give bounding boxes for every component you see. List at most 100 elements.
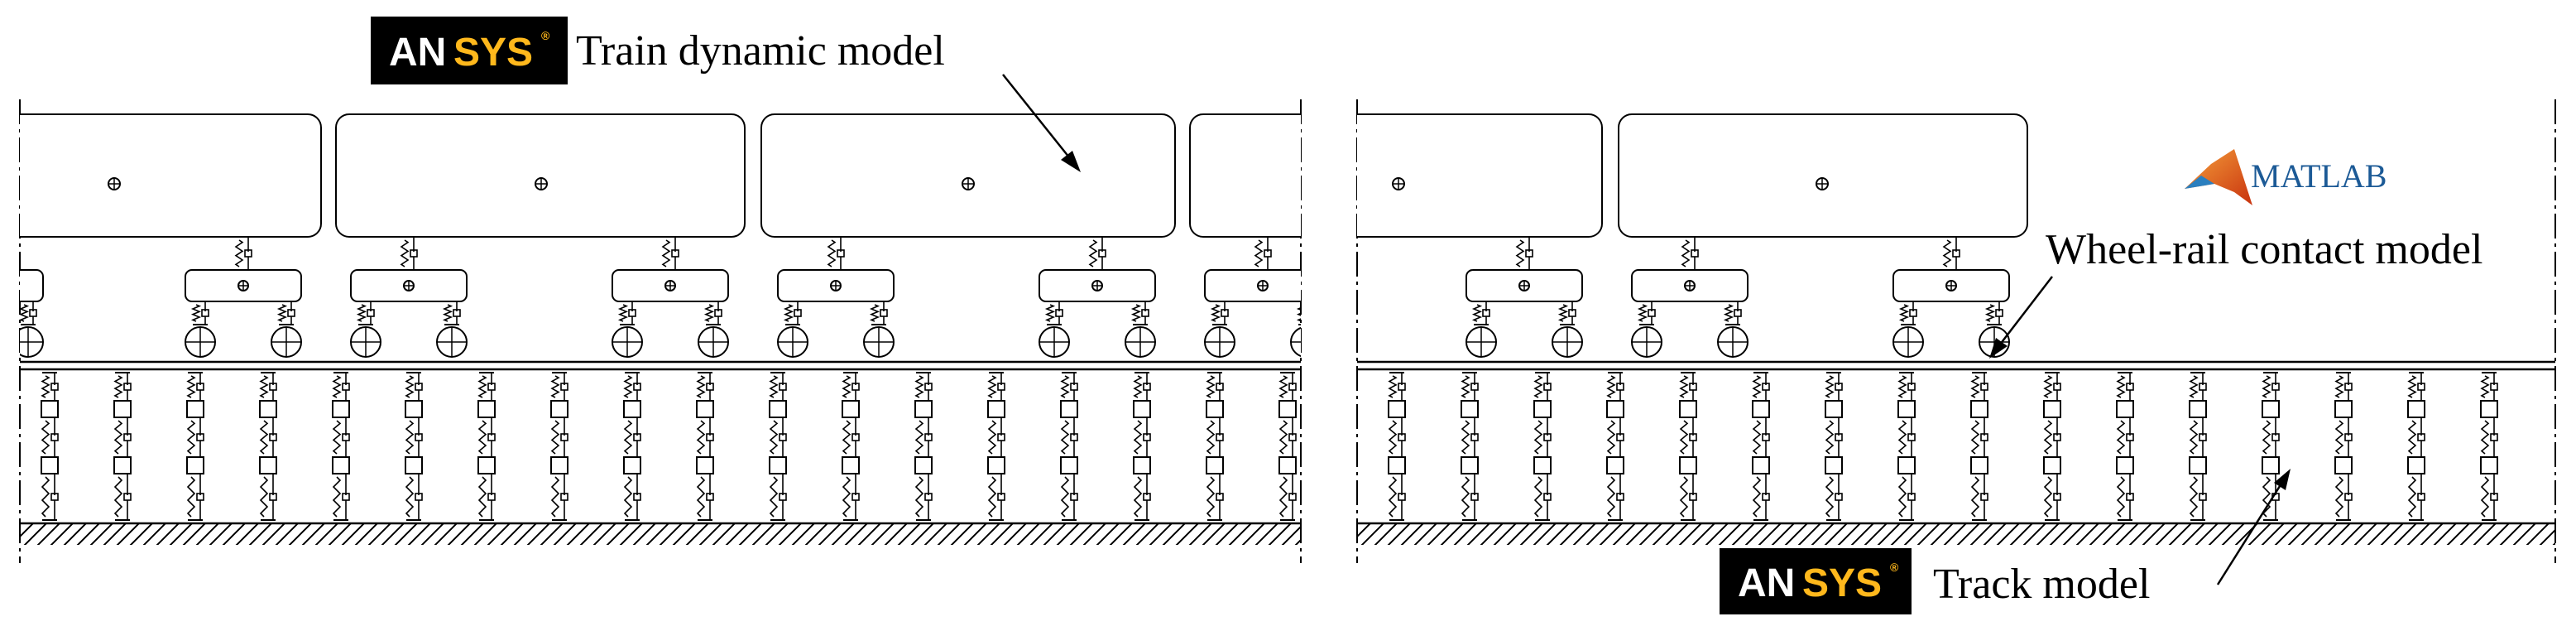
right-track-column-1-ballast-mass (1388, 456, 1406, 474)
left-car-3-rear-bogie-cg (1091, 280, 1103, 291)
left-car-4-front-bogie (1204, 236, 1301, 358)
left-track-column-15-sleeper (1060, 400, 1078, 418)
right-track-column-6-railpad (1752, 372, 1770, 402)
left-track-column-1-railpad (41, 372, 59, 402)
left-track-column-9-ballast (623, 417, 641, 458)
right-track-column-10 (2043, 372, 2061, 521)
left-track-column-17-ballast-mass (1206, 456, 1224, 474)
right-track-column-8-railpad (1897, 372, 1916, 402)
right-car-2-rear-bogie (1892, 236, 2010, 358)
left-track-column-5 (332, 372, 350, 521)
left-car-1-rear-bogie-frame (20, 269, 44, 302)
left-car-4-carbody-shape (1189, 113, 1301, 238)
right-panel (1356, 99, 2556, 563)
left-track-column-2 (113, 372, 132, 521)
arrow-contact-model (1989, 276, 2053, 359)
right-track-column-14-sleeper (2334, 400, 2353, 418)
left-track-column-4-ballast-mass (259, 456, 277, 474)
left-car-2-front-b-wheel-1 (350, 326, 381, 358)
right-car-2-carbody (1618, 113, 2028, 238)
left-car-3-carbody-cg (962, 177, 975, 190)
ansys-logo-bottom-suffix: SYS (1802, 561, 1882, 605)
right-track-column-12-sleeper (2189, 400, 2207, 418)
left-track-column-3 (186, 372, 204, 521)
left-car-3-rear-secondary-suspension (1088, 236, 1106, 271)
left-track-column-18-railpad (1278, 372, 1297, 402)
right-car-2-front-primary-suspension-2 (1723, 301, 1742, 325)
right-car-1-rear-secondary-suspension (1515, 236, 1533, 271)
left-track-column-15-railpad (1060, 372, 1078, 402)
left-track-column-12-ballast-mass (842, 456, 860, 474)
left-track-column-17 (1206, 372, 1224, 521)
right-track-column-4 (1606, 372, 1624, 521)
right-track-column-2-subgrade (1461, 473, 1479, 521)
right-track-column-1 (1388, 372, 1406, 521)
right-track-column-11-ballast-mass (2116, 456, 2134, 474)
left-car-3-front-bogie-cg (830, 280, 842, 291)
right-track-column-3-subgrade (1533, 473, 1552, 521)
left-car-2-rear-wheel-1 (612, 326, 643, 358)
left-track-column-17-railpad (1206, 372, 1224, 402)
left-track-column-10-railpad (696, 372, 714, 402)
left-track-column-3-subgrade (186, 473, 204, 521)
left-track-column-1 (41, 372, 59, 521)
left-car-4-front-wheel-1 (1204, 326, 1235, 358)
left-car-2-carbody-shape (335, 113, 746, 238)
left-track-column-13-sleeper (914, 400, 933, 418)
ansys-logo-bottom-prefix: AN (1738, 561, 1795, 605)
left-track-column-4-sleeper (259, 400, 277, 418)
left-car-3-front-wheel-2 (863, 326, 895, 358)
left-track-column-2-ballast (113, 417, 132, 458)
left-car-3-rear-primary-suspension-2 (1130, 301, 1149, 325)
right-track-column-12-subgrade (2189, 473, 2207, 521)
right-track-column-12-railpad (2189, 372, 2207, 402)
left-car-2-front-b-primary-suspension-1 (356, 301, 375, 325)
left-car-2-rear-primary-suspension-1 (617, 301, 636, 325)
left-track-column-4-subgrade (259, 473, 277, 521)
right-track-column-15-ballast-mass (2407, 456, 2425, 474)
right-track-column-14-railpad (2334, 372, 2353, 402)
ansys-logo-bottom-mark: ® (1890, 561, 1899, 574)
right-track-column-4-railpad (1606, 372, 1624, 402)
left-car-3-carbody (760, 113, 1176, 238)
left-track-column-18-subgrade (1278, 473, 1297, 521)
left-track-column-10-ballast (696, 417, 714, 458)
right-track-column-8-ballast (1897, 417, 1916, 458)
left-track-column-10-sleeper (696, 400, 714, 418)
left-track-column-3-ballast-mass (186, 456, 204, 474)
right-car-1-rear-primary-suspension-2 (1557, 301, 1576, 325)
right-track-column-7-ballast (1825, 417, 1843, 458)
left-track-column-13-railpad (914, 372, 933, 402)
left-car-1-carbody-cg (108, 177, 121, 190)
right-track-column-16-ballast (2480, 417, 2498, 458)
left-track-column-7-subgrade (477, 473, 496, 521)
right-track-column-13-ballast (2262, 417, 2280, 458)
left-track-column-8 (550, 372, 568, 521)
right-car-2-rear-wheel-1 (1892, 326, 1924, 358)
left-track-column-18-ballast (1278, 417, 1297, 458)
left-track-column-9-sleeper (623, 400, 641, 418)
right-track-column-7-ballast-mass (1825, 456, 1843, 474)
right-track-column-4-sleeper (1606, 400, 1624, 418)
left-track-column-17-ballast (1206, 417, 1224, 458)
left-track-column-6-sleeper (405, 400, 423, 418)
left-car-4-front-secondary-suspension (1254, 236, 1272, 271)
left-track-column-14-sleeper (987, 400, 1005, 418)
right-track-column-12-ballast (2189, 417, 2207, 458)
left-track-column-14-railpad (987, 372, 1005, 402)
train-vehicles-left (0, 113, 1301, 358)
left-track-column-13-subgrade (914, 473, 933, 521)
ansys-logo-top: AN SYS ® (371, 17, 568, 84)
left-car-1-rear-wheel-1 (0, 327, 5, 357)
right-track-column-8 (1897, 372, 1916, 521)
right-track-column-15-ballast (2407, 417, 2425, 458)
right-track-column-2-railpad (1461, 372, 1479, 402)
left-track-column-11-sleeper (769, 400, 787, 418)
right-track-column-13-sleeper (2262, 400, 2280, 418)
right-track-column-5 (1679, 372, 1697, 521)
right-car-1-rear-wheel-1 (1465, 326, 1497, 358)
left-track-column-8-sleeper (550, 400, 568, 418)
left-track-column-8-railpad (550, 372, 568, 402)
left-track-column-2-subgrade (113, 473, 132, 521)
right-track-column-9-subgrade (1970, 473, 1988, 521)
